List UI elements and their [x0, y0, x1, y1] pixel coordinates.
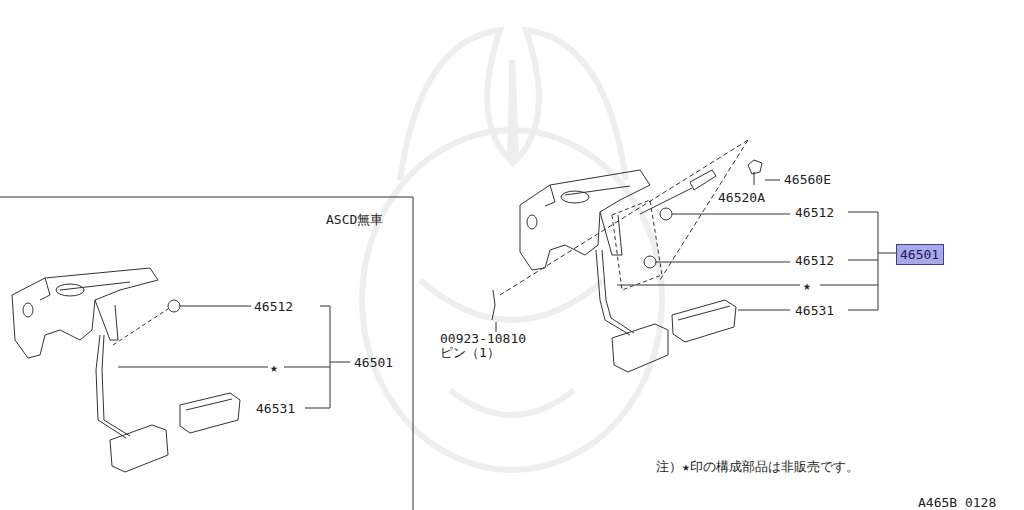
star-mark: ★	[803, 279, 811, 292]
assembly-number: 46501	[354, 356, 393, 369]
variant-note: ASCD無車	[326, 213, 383, 226]
part-number: 46520A	[718, 191, 765, 204]
highlighted-part-box: 46501	[896, 244, 944, 265]
footnote: 注）★印の構成部品は非販売です。	[656, 460, 859, 473]
part-number: 46512	[254, 300, 293, 313]
part-name: ピン（1）	[440, 346, 500, 359]
part-number: 46560E	[784, 173, 831, 186]
watermark	[362, 30, 662, 470]
part-number: 00923-10810	[440, 332, 526, 345]
part-number: 46512	[795, 254, 834, 267]
figure-code: A465B 0128	[918, 496, 996, 509]
part-number: 46531	[256, 402, 295, 415]
part-number: 46531	[795, 304, 834, 317]
assembly-number: 46501	[900, 248, 940, 261]
part-number: 46512	[795, 206, 834, 219]
star-mark: ★	[270, 361, 278, 374]
